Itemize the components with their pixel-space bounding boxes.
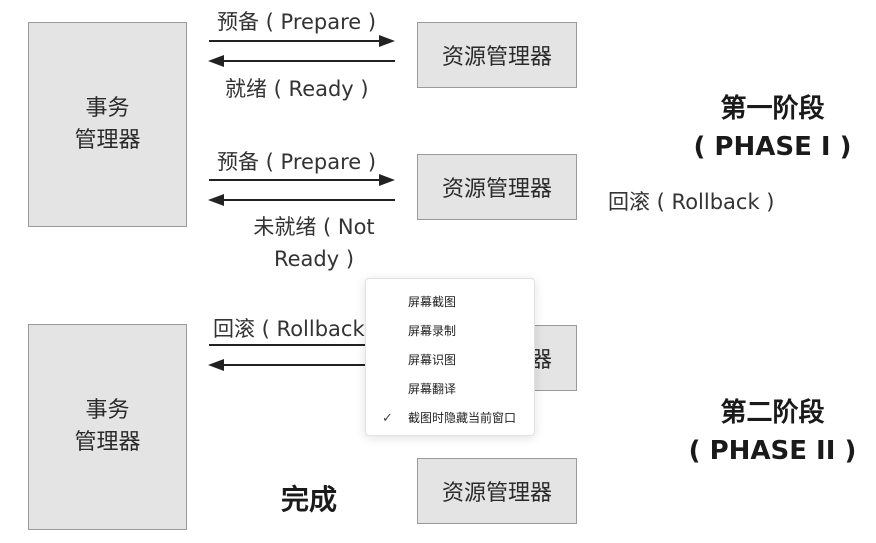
menu-item-screen-capture[interactable]: 屏幕截图	[366, 288, 534, 317]
label-rollback-phase2: 回滚 ( Rollback )	[213, 317, 380, 341]
resource-manager-box-4: 资源管理器	[417, 458, 577, 524]
menu-item-screen-recognize[interactable]: 屏幕识图	[366, 346, 534, 375]
phase2-title-block: 第二阶段 ( PHASE II )	[676, 394, 869, 470]
menu-item-screen-record[interactable]: 屏幕录制	[366, 317, 534, 346]
menu-item-label: 屏幕识图	[408, 353, 457, 367]
resource-manager-box-1: 资源管理器	[417, 22, 577, 88]
arrowhead-ack-phase2	[208, 359, 224, 371]
phase2-subtitle: ( PHASE II )	[688, 436, 857, 466]
label-ready: 就绪 ( Ready )	[225, 77, 369, 101]
arrowhead-ready	[208, 55, 224, 67]
menu-item-label: 屏幕截图	[408, 295, 457, 309]
arrowhead-prepare-1	[379, 35, 395, 47]
menu-item-label: 屏幕录制	[408, 324, 457, 338]
label-rollback-side: 回滚 ( Rollback )	[608, 190, 775, 214]
menu-item-label: 截图时隐藏当前窗口	[408, 411, 517, 425]
check-icon: ✓	[382, 411, 393, 426]
transaction-manager-box-phase1: 事务 管理器	[28, 22, 187, 227]
phase2-title: 第二阶段	[720, 398, 825, 428]
arrowhead-not-ready	[208, 194, 224, 206]
screenshot-context-menu[interactable]: 屏幕截图 屏幕录制 屏幕识图 屏幕翻译 ✓ 截图时隐藏当前窗口	[365, 278, 535, 436]
phase1-subtitle: ( PHASE I )	[693, 132, 852, 162]
arrowhead-prepare-2	[379, 174, 395, 186]
done-label: 完成	[281, 483, 338, 516]
label-prepare-1: 预备 ( Prepare )	[217, 10, 377, 34]
label-not-ready: 未就绪 ( Not Ready )	[253, 215, 375, 271]
menu-item-screen-translate[interactable]: 屏幕翻译	[366, 375, 534, 404]
phase1-title: 第一阶段	[720, 94, 825, 124]
resource-manager-box-2: 资源管理器	[417, 154, 577, 220]
menu-item-hide-window[interactable]: ✓ 截图时隐藏当前窗口	[366, 404, 534, 433]
label-prepare-2: 预备 ( Prepare )	[217, 150, 377, 174]
transaction-manager-box-phase2: 事务 管理器	[28, 324, 187, 530]
phase1-title-block: 第一阶段 ( PHASE I )	[680, 90, 865, 166]
menu-item-label: 屏幕翻译	[408, 382, 457, 396]
